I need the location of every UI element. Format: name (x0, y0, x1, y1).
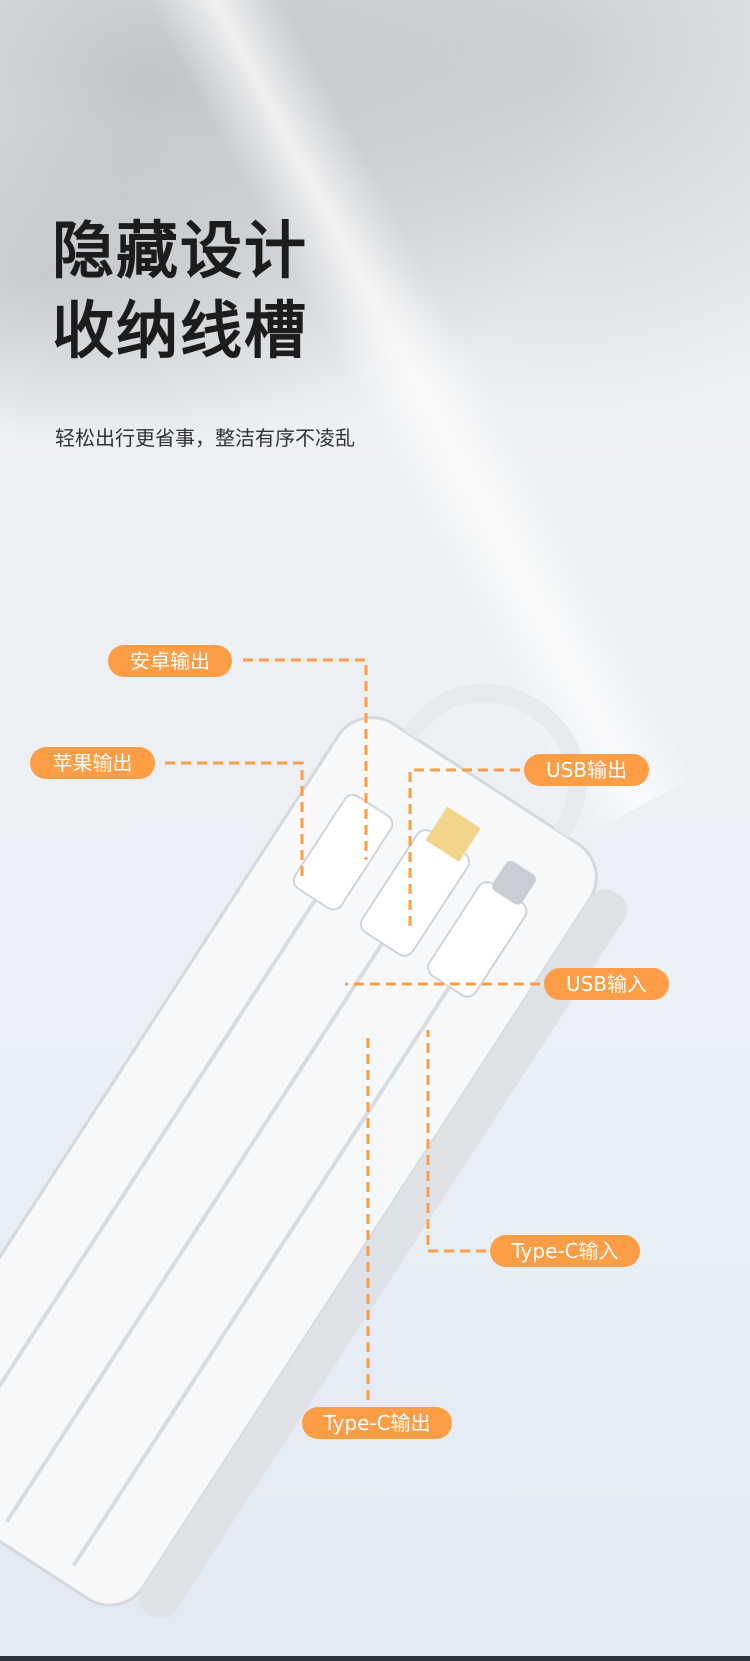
callout-typec-output: Type-C输出 (302, 1407, 452, 1439)
power-bank (0, 683, 628, 1619)
headline-line1: 隐藏设计 (52, 214, 309, 287)
callout-apple-output: 苹果输出 (30, 747, 155, 779)
callout-typec-input: Type-C输入 (490, 1235, 640, 1267)
subtitle: 轻松出行更省事，整洁有序不凌乱 (55, 426, 355, 450)
headline-line2: 收纳线槽 (52, 294, 309, 367)
callout-lines (165, 658, 540, 1400)
callout-usb-input: USB输入 (544, 968, 669, 1000)
bottom-bar (0, 1656, 750, 1661)
callout-android-output: 安卓输出 (108, 645, 232, 677)
callout-usb-output: USB输出 (524, 754, 649, 786)
